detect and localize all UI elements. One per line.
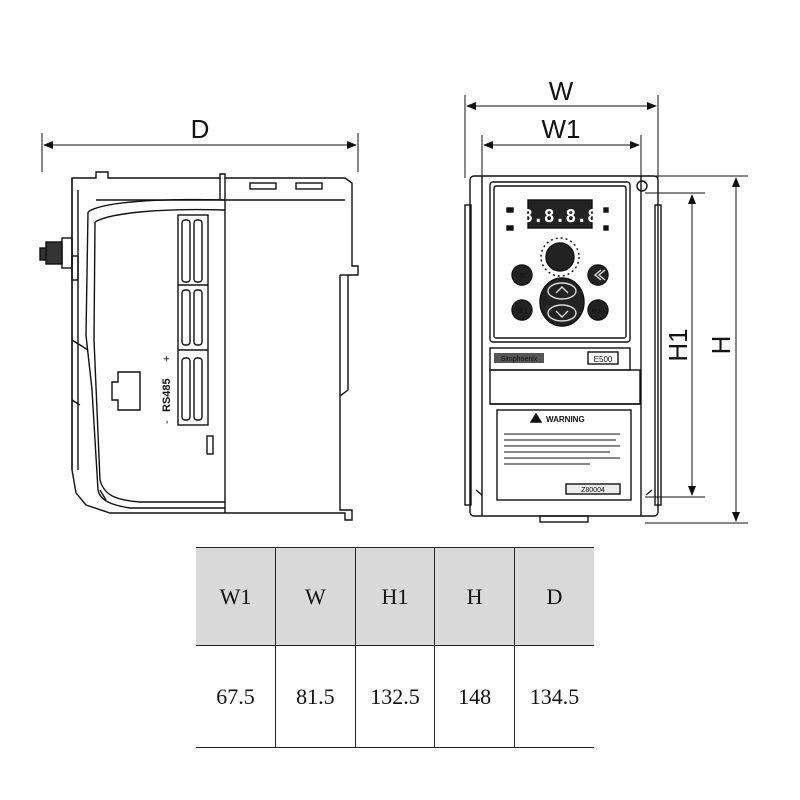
set-key-label: SET (516, 309, 528, 315)
value-cell-h1: 132.5 (354, 645, 436, 748)
run-key (587, 299, 609, 321)
dimension-table: W1 W H1 H D 67.5 81.5 132.5 148 134.5 (196, 547, 594, 748)
dimension-table-value-row: 67.5 81.5 132.5 148 134.5 (196, 645, 594, 748)
height-inner-label: H1 (663, 328, 693, 361)
esc-key-label: ESC (516, 274, 529, 280)
up-down-key (539, 277, 585, 327)
width-label: W (549, 76, 574, 106)
rs485-plus: + (161, 356, 173, 362)
height-label: H (706, 336, 736, 355)
technical-drawing: D RS485 + - (39, 76, 748, 524)
rs485-label: RS485 (161, 378, 173, 412)
value-cell-h: 148 (434, 645, 515, 748)
brand-label: Simphoenix (501, 356, 538, 363)
warning-label (496, 409, 632, 501)
display-digits: 8.8.8.8 (522, 206, 598, 227)
mounting-hole-icon (636, 180, 648, 192)
warning-title: WARNING (546, 415, 585, 424)
header-cell-w: W (275, 547, 356, 646)
value-cell-d: 134.5 (513, 645, 594, 748)
led-display (527, 199, 593, 229)
dimension-table-header-row: W1 W H1 H D (196, 547, 594, 646)
rs485-minus: - (161, 420, 173, 424)
header-cell-h: H (434, 547, 515, 646)
side-housing-outline (71, 171, 359, 521)
potentiometer-shaft (45, 241, 63, 265)
run-key-label: RUN (592, 309, 605, 315)
header-cell-w1: W1 (196, 547, 277, 646)
header-cell-h1: H1 (354, 547, 436, 646)
rs485-port (111, 371, 141, 411)
rating-label: Z80004 (581, 487, 605, 494)
header-cell-d: D (513, 547, 594, 646)
side-view (39, 133, 359, 521)
front-view (464, 95, 748, 524)
depth-label: D (191, 114, 210, 144)
value-cell-w: 81.5 (275, 645, 356, 748)
warning-icon (529, 412, 543, 423)
width-inner-label: W1 (542, 114, 581, 144)
esc-key (511, 264, 533, 286)
keypad-panel (489, 181, 631, 343)
potentiometer-knob-icon (545, 242, 575, 272)
value-cell-w1: 67.5 (196, 645, 277, 748)
set-key (511, 299, 533, 321)
model-label: E500 (594, 355, 613, 364)
